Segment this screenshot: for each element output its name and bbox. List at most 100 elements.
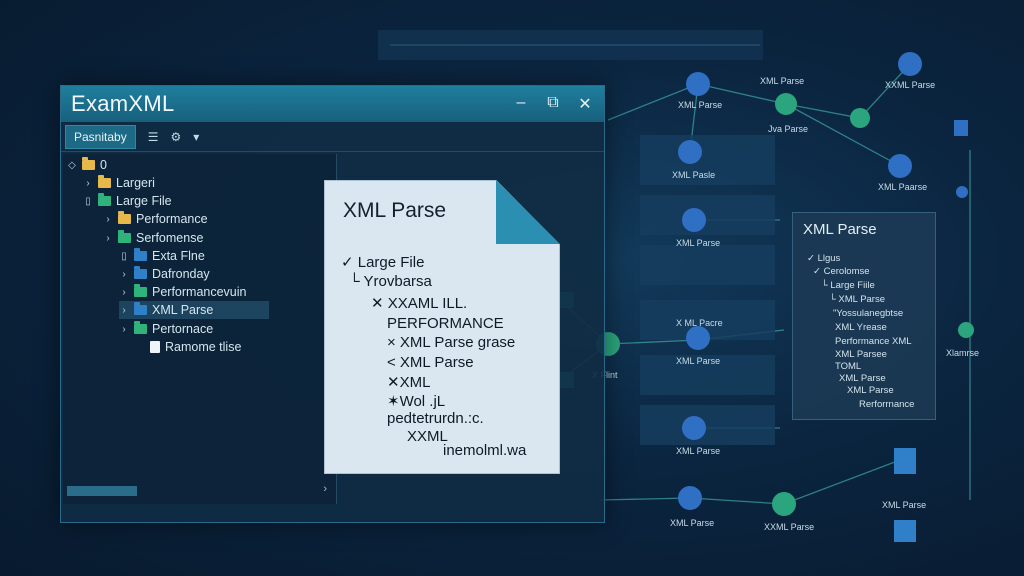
document-line: inemolml.wa xyxy=(443,442,527,459)
panel-line: └ Large Fiile xyxy=(821,280,875,291)
document-line: ✓ Large File xyxy=(341,254,425,271)
tree-item[interactable]: › Serfomense xyxy=(103,229,203,247)
tree-item-label: Ramome tlise xyxy=(165,340,242,354)
graph-node-label: Jva Parse xyxy=(768,124,809,134)
graph-node-label: XML Parse xyxy=(676,446,721,456)
panel-line: ✓ Llgus xyxy=(807,253,841,264)
folder-icon xyxy=(98,175,111,188)
horizontal-scrollbar[interactable]: › xyxy=(67,483,327,496)
panel-line: XML Parsee xyxy=(835,349,887,360)
settings-icon[interactable]: ⚙ xyxy=(170,129,182,144)
graph-node-label: Xlamrse xyxy=(946,348,980,358)
folder-icon xyxy=(134,248,147,261)
folder-icon xyxy=(82,157,95,170)
window-controls: – ⧉ ✕ xyxy=(514,94,604,114)
list-icon[interactable]: ☰ xyxy=(147,129,159,144)
document-line: < XML Parse xyxy=(387,354,474,371)
tree-item[interactable]: ◇ 0 xyxy=(67,156,107,174)
document-line: ✕ XXAML ILL. xyxy=(371,295,468,312)
tree-item-label: Pertornace xyxy=(152,322,214,336)
panel-line: XML Yrease xyxy=(835,322,887,333)
panel-line: Performance XML xyxy=(835,336,912,347)
panel-line: XML Parse xyxy=(839,373,886,384)
tree-item-label: Performancevuin xyxy=(152,285,247,299)
graph-nodes xyxy=(560,52,974,542)
tree-item-selected[interactable]: › XML Parse xyxy=(119,301,269,319)
folder-icon xyxy=(134,321,147,334)
graph-node-label: XML Pasle xyxy=(672,170,716,180)
toolbar: Pasnitaby ☰ ⚙ ▾ xyxy=(61,122,604,152)
expand-icon[interactable]: › xyxy=(122,268,126,280)
tree-item[interactable]: ▯ Exta Flne xyxy=(119,247,205,265)
folder-icon xyxy=(98,193,111,206)
tree-item-label: 0 xyxy=(100,158,107,172)
list-panels xyxy=(640,135,775,445)
panel-line: "Yossulanegbtse xyxy=(833,308,904,319)
tree-item-label: Exta Flne xyxy=(152,249,205,263)
close-button[interactable]: ✕ xyxy=(578,96,592,113)
expand-icon[interactable]: › xyxy=(122,323,126,335)
minimize-button[interactable]: – xyxy=(516,94,526,111)
tree-item-label: Performance xyxy=(136,212,208,226)
tree-item[interactable]: Ramome tlise xyxy=(135,338,241,356)
panel-line: └ XML Parse xyxy=(829,294,886,305)
folder-icon xyxy=(118,211,131,224)
file-tree: ◇ 0 › Largeri ▯ Large File › Performance… xyxy=(63,154,337,504)
graph-node-label: XML Parse xyxy=(678,100,723,110)
expand-icon[interactable]: › xyxy=(122,304,126,316)
folder-icon xyxy=(134,284,147,297)
document-line: ✶Wol .jL xyxy=(387,393,446,410)
tree-item-label: Dafronday xyxy=(152,267,210,281)
folder-icon xyxy=(118,230,131,243)
tree-item[interactable]: › Largeri xyxy=(83,174,155,192)
expand-icon[interactable]: › xyxy=(122,286,126,298)
graph-node-label: XML Parse xyxy=(676,238,721,248)
expand-icon[interactable]: › xyxy=(106,232,110,244)
tree-item[interactable]: › Performance xyxy=(103,210,208,228)
expand-icon[interactable]: › xyxy=(106,213,110,225)
tree-item[interactable]: › Pertornace xyxy=(119,320,213,338)
scroll-right-icon[interactable]: › xyxy=(323,483,327,495)
right-document-panel: XML Parse ✓ Llgus ✓ Cerolomse └ Large Fi… xyxy=(792,212,936,420)
document-line: pedtetrurdn.:c. xyxy=(387,410,484,427)
graph-node-label: XXML Parse xyxy=(764,522,815,532)
graph-node-label: XML Parse xyxy=(882,500,927,510)
xml-document-card: XML Parse ✓ Large File └ Yrovbarsa ✕ XXA… xyxy=(324,180,560,474)
graph-node-label: X ML Pacre xyxy=(676,318,723,328)
tab-pasnitaby[interactable]: Pasnitaby xyxy=(65,124,136,149)
document-line: ✕XML xyxy=(387,374,431,391)
title-bar[interactable]: ExamXML – ⧉ ✕ xyxy=(61,86,604,122)
expand-icon[interactable]: ▯ xyxy=(85,195,91,207)
document-line: └ Yrovbarsa xyxy=(349,273,432,290)
file-icon xyxy=(150,341,160,353)
graph-node-label: XML Parse xyxy=(760,76,805,86)
document-line: XXML xyxy=(407,428,448,445)
tree-item-label: Largeri xyxy=(116,176,155,190)
expand-icon[interactable]: ▯ xyxy=(121,250,127,262)
tree-item[interactable]: ▯ Large File xyxy=(83,192,172,210)
document-line: PERFORMANCE xyxy=(387,315,504,332)
dropdown-caret-icon[interactable]: ▾ xyxy=(193,129,200,144)
expand-icon[interactable]: › xyxy=(86,177,90,189)
tree-item-label: Serfomense xyxy=(136,231,204,245)
graph-node-label: XXML Parse xyxy=(885,80,936,90)
tree-item-label: Large File xyxy=(116,194,172,208)
graph-node-label: XML Parse xyxy=(676,356,721,366)
panel-line: TOML xyxy=(835,361,862,372)
panel-line: Rerforrnance xyxy=(859,399,915,410)
scroll-thumb[interactable] xyxy=(67,486,137,496)
tree-item-label: XML Parse xyxy=(152,303,214,317)
graph-node-label: XML Paarse xyxy=(878,182,928,192)
tree-item[interactable]: › Performancevuin xyxy=(119,283,247,301)
tree-item[interactable]: › Dafronday xyxy=(119,265,210,283)
app-title: ExamXML xyxy=(71,91,175,116)
panel-line: XML Parse xyxy=(847,385,894,396)
panel-title: XML Parse xyxy=(803,221,877,238)
document-title: XML Parse xyxy=(343,199,447,222)
graph-node-label: XML Parse xyxy=(670,518,715,528)
panel-line: ✓ Cerolomse xyxy=(813,266,870,277)
collapse-icon[interactable]: ◇ xyxy=(68,159,76,171)
maximize-button[interactable]: ⧉ xyxy=(547,94,559,111)
document-line: × XML Parse grase xyxy=(387,334,516,351)
